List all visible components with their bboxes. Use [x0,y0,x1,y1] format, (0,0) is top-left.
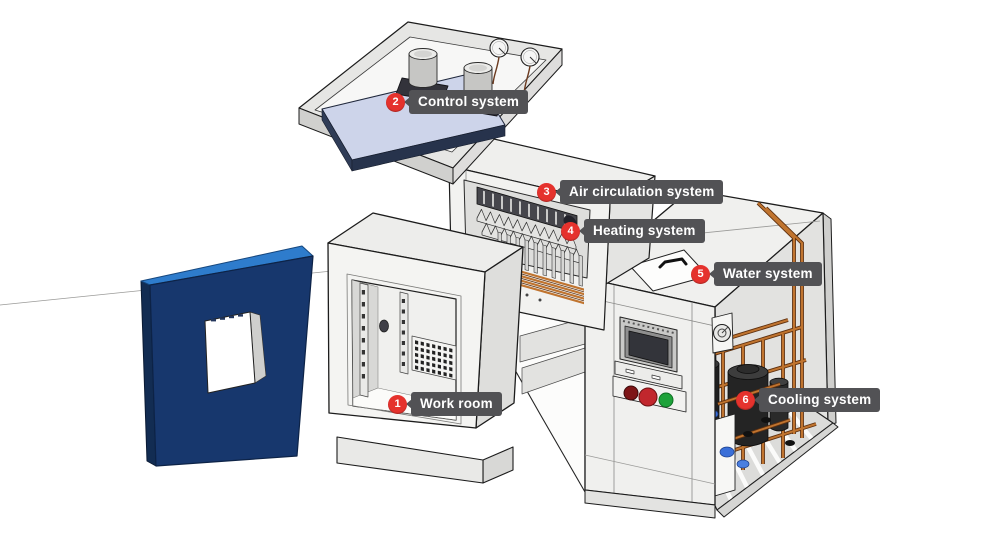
callout-air-circulation-system: 3 Air circulation system [537,180,724,204]
callout-badge: 5 [691,264,710,284]
work-room-chamber [327,212,524,484]
callout-work-room: 1 Work room [388,392,502,416]
touchscreen-panel [619,316,678,373]
gauge-dial [489,38,509,85]
green-button [658,392,674,408]
callout-badge: 3 [537,182,556,202]
shelf-rails [359,282,409,398]
callout-label: Heating system [584,219,705,243]
callout-label: Control system [409,90,529,114]
blower-wheel [476,186,578,234]
callout-badge: 2 [386,92,405,112]
callout-badge: 1 [388,394,407,414]
perforated-panel [411,335,457,381]
callout-label: Work room [411,392,502,416]
callout-control-system: 2 Control system [386,90,529,114]
callout-heating-system: 4 Heating system [561,219,705,243]
callout-label: Water system [714,262,822,286]
callout-water-system: 5 Water system [691,262,822,286]
callout-badge: 4 [561,221,580,241]
chamber-door [140,245,314,467]
main-machine-front [584,249,734,519]
callout-cooling-system: 6 Cooling system [736,388,881,412]
callout-label: Air circulation system [560,180,724,204]
red-button [638,387,658,407]
door-window [204,311,267,394]
dark-red-button [623,385,639,401]
sensor-probe [379,319,389,333]
side-port [711,312,734,354]
slot-strip [614,360,683,390]
pedestal [482,446,514,484]
callout-badge: 6 [736,390,755,410]
button-strip [612,375,687,413]
callout-label: Cooling system [759,388,881,412]
hatch-handle [658,257,688,269]
screen [628,330,669,366]
